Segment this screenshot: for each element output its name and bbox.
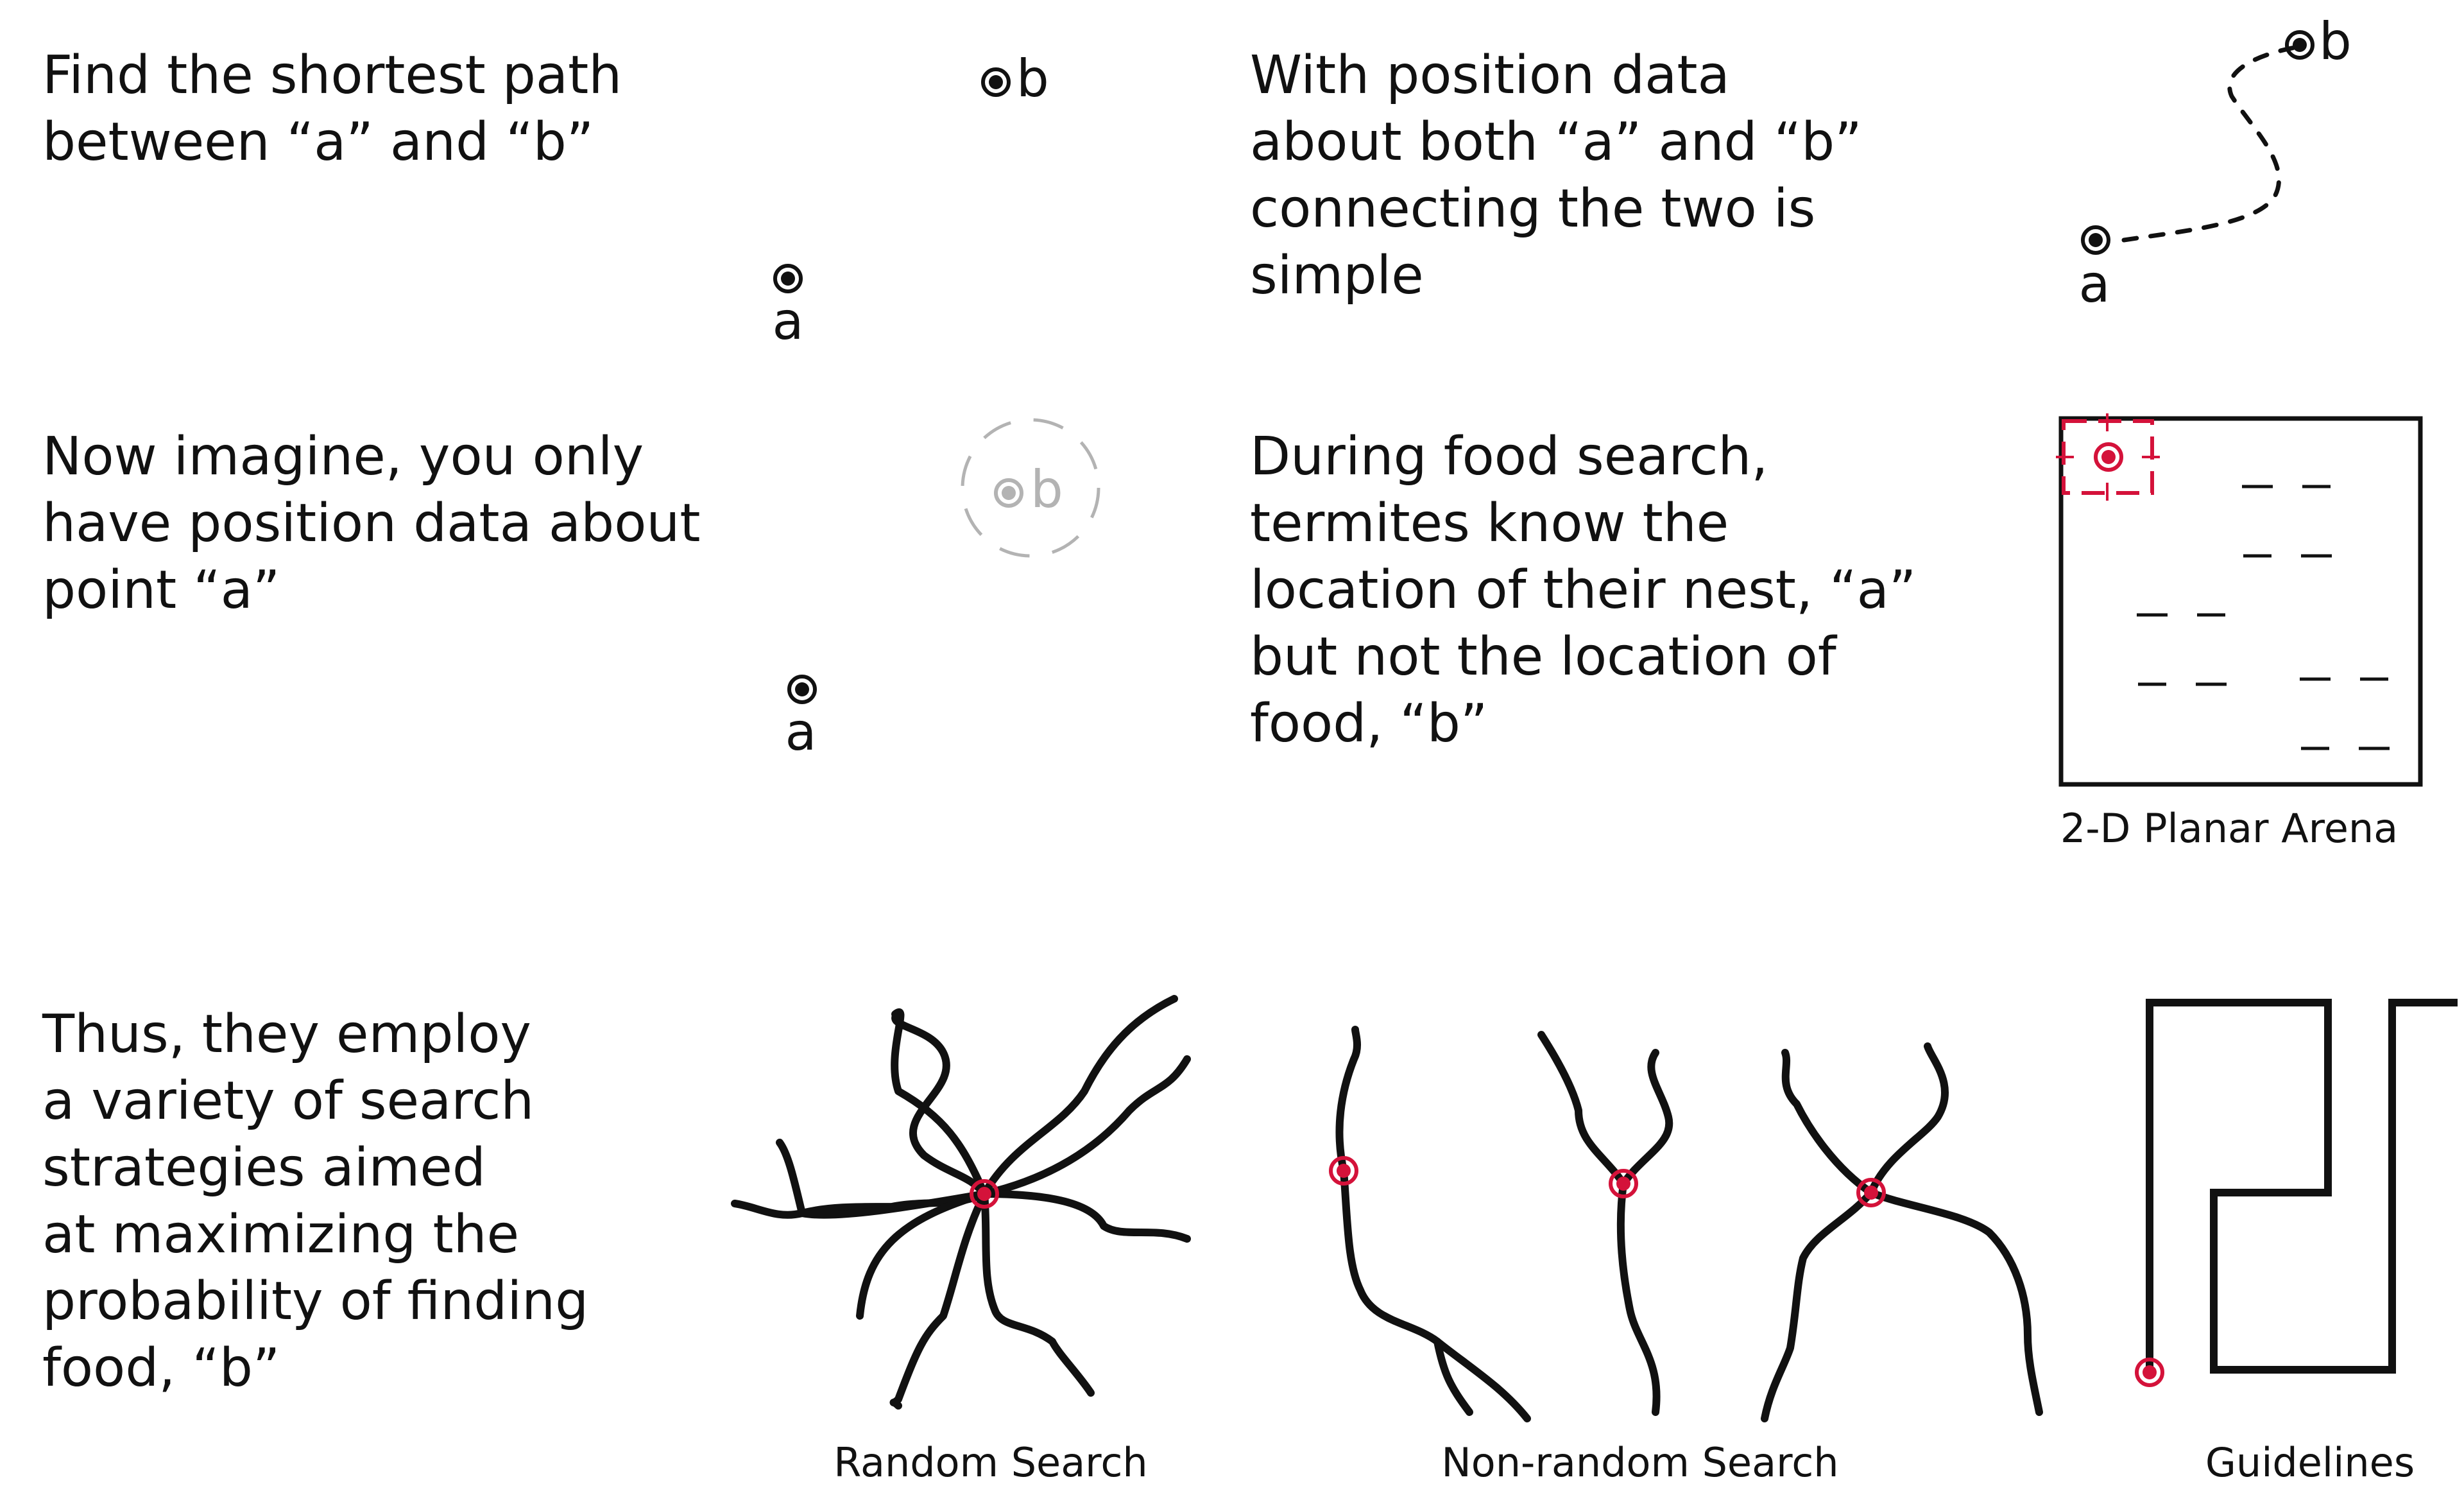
arena-box	[2061, 419, 2420, 784]
dashed-path	[2124, 47, 2295, 240]
target-point-icon	[775, 266, 801, 291]
label-b: b	[1031, 460, 1063, 519]
target-point-icon	[983, 69, 1009, 95]
target-point-icon	[2287, 32, 2313, 58]
target-point-icon	[996, 480, 1022, 506]
guideline-path	[2150, 1003, 2458, 1372]
target-point-icon	[2083, 227, 2109, 253]
label-a: a	[772, 291, 803, 351]
label-a: a	[2078, 254, 2110, 314]
crosshair-icon	[2056, 413, 2160, 501]
caption-random-search: Random Search	[834, 1439, 1147, 1486]
random-search-paths	[735, 999, 1187, 1406]
label-b: b	[1016, 49, 1049, 108]
nonrandom-search-paths	[1339, 1030, 2039, 1419]
food-candidate-boxes	[2137, 487, 2390, 748]
caption-nonrandom-search: Non-random Search	[1441, 1439, 1838, 1486]
caption-guidelines: Guidelines	[2205, 1439, 2415, 1486]
caption-arena: 2-D Planar Arena	[2060, 805, 2398, 852]
label-b: b	[2319, 12, 2352, 71]
target-point-icon	[789, 677, 815, 702]
label-a: a	[785, 702, 816, 762]
